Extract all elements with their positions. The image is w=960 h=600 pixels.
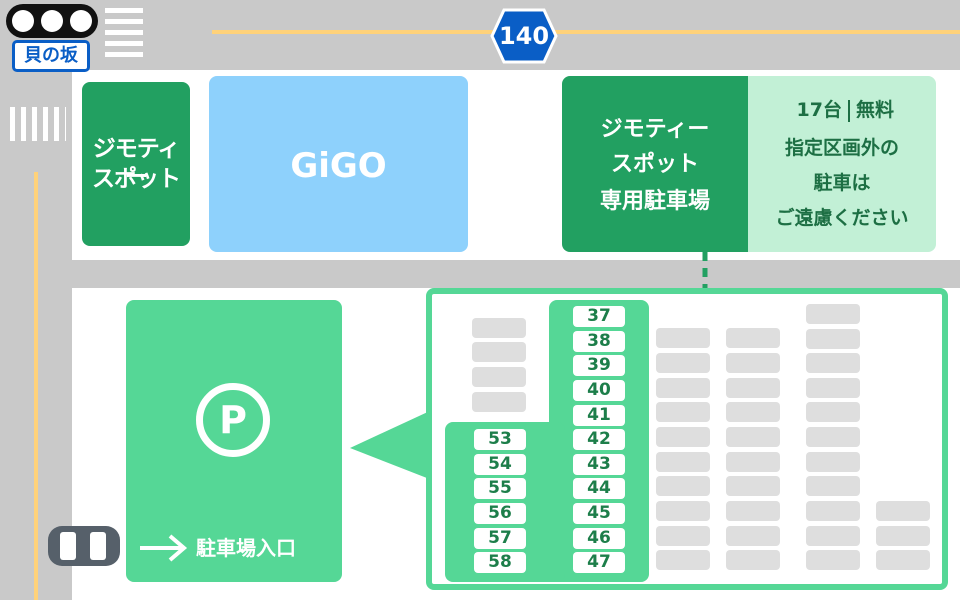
parking-slot xyxy=(806,550,860,570)
parking-slot xyxy=(472,392,526,412)
space-40: 40 xyxy=(573,380,625,401)
notice-line2: 駐車は xyxy=(813,172,871,194)
exclusive-title-line1: ジモティー xyxy=(600,117,710,142)
space-56: 56 xyxy=(474,503,526,524)
traffic-signal-icon xyxy=(6,4,98,38)
space-55: 55 xyxy=(474,478,526,499)
space-58: 58 xyxy=(474,552,526,573)
parking-symbol-icon: P xyxy=(196,383,270,457)
car-icon xyxy=(48,526,120,566)
notice-line3: ご遠慮ください xyxy=(775,207,909,229)
parking-slot xyxy=(726,452,780,472)
parking-symbol: P xyxy=(219,398,247,442)
parking-capacity: 17台 xyxy=(796,99,842,121)
parking-slot xyxy=(656,452,710,472)
space-37: 37 xyxy=(573,306,625,327)
space-41: 41 xyxy=(573,405,625,426)
lane-line-top xyxy=(212,30,960,34)
parking-slot xyxy=(726,402,780,422)
parking-slot xyxy=(656,550,710,570)
parking-fee: 無料 xyxy=(856,99,895,121)
parking-slot xyxy=(806,304,860,324)
lane-line-left xyxy=(34,172,38,600)
parking-slot xyxy=(726,328,780,348)
space-38: 38 xyxy=(573,331,625,352)
crosswalk-top xyxy=(105,8,143,62)
route-number: 140 xyxy=(498,22,550,50)
entrance-label: 駐車場入口 xyxy=(196,536,296,560)
shop-gigo: GiGO xyxy=(209,76,468,252)
shop-name-line2: スポット xyxy=(92,166,181,192)
space-54: 54 xyxy=(474,454,526,475)
parking-slot xyxy=(656,378,710,398)
space-57: 57 xyxy=(474,528,526,549)
parking-slot xyxy=(472,318,526,338)
parking-slot xyxy=(726,526,780,546)
parking-slot xyxy=(472,367,526,387)
parking-slot xyxy=(806,353,860,373)
space-43: 43 xyxy=(573,454,625,475)
gigo-name: GiGO xyxy=(290,146,387,186)
parking-slot xyxy=(726,550,780,570)
parking-slot xyxy=(876,501,930,521)
parking-slot xyxy=(806,402,860,422)
parking-slot xyxy=(806,452,860,472)
parking-slot xyxy=(806,378,860,398)
parking-slot xyxy=(806,526,860,546)
parking-slot xyxy=(806,476,860,496)
crosswalk-left xyxy=(10,107,66,141)
parking-slot xyxy=(472,342,526,362)
callout-pointer xyxy=(350,410,432,480)
info-divider xyxy=(848,100,850,122)
space-47: 47 xyxy=(573,552,625,573)
exclusive-title-line3: 専用駐車場 xyxy=(599,189,710,214)
parking-slot xyxy=(726,427,780,447)
shop-name-line1: ジモティー xyxy=(92,136,181,190)
parking-slot xyxy=(656,526,710,546)
parking-slot xyxy=(656,353,710,373)
parking-slot xyxy=(656,501,710,521)
parking-notice-panel: 17台 無料 指定区画外の 駐車は ご遠慮ください xyxy=(748,76,936,252)
parking-slot xyxy=(656,476,710,496)
parking-slot xyxy=(656,427,710,447)
space-42: 42 xyxy=(573,429,625,450)
exclusive-title-line2: スポット xyxy=(610,152,699,177)
space-46: 46 xyxy=(573,528,625,549)
parking-slot xyxy=(726,353,780,373)
space-39: 39 xyxy=(573,355,625,376)
parking-slot xyxy=(726,501,780,521)
parking-slot xyxy=(726,378,780,398)
parking-slot xyxy=(876,526,930,546)
space-45: 45 xyxy=(573,503,625,524)
exclusive-parking-panel: ジモティー スポット 専用駐車場 xyxy=(562,76,748,252)
parking-slot xyxy=(806,501,860,521)
arrow-right-icon xyxy=(140,534,188,562)
parking-slot xyxy=(656,328,710,348)
space-44: 44 xyxy=(573,478,625,499)
parking-slot xyxy=(726,476,780,496)
parking-slot xyxy=(806,427,860,447)
signal-place-name: 貝の坂 xyxy=(12,40,90,72)
route-sign-icon xyxy=(490,8,558,64)
shop-jimoty: ジモティー スポット xyxy=(82,82,190,246)
notice-line1: 指定区画外の xyxy=(784,137,899,159)
space-53: 53 xyxy=(474,429,526,450)
parking-lot-map: 37 38 39 40 41 42 43 44 45 46 47 53 54 5… xyxy=(426,288,948,590)
parking-slot xyxy=(806,329,860,349)
parking-slot xyxy=(876,550,930,570)
parking-slot xyxy=(656,402,710,422)
